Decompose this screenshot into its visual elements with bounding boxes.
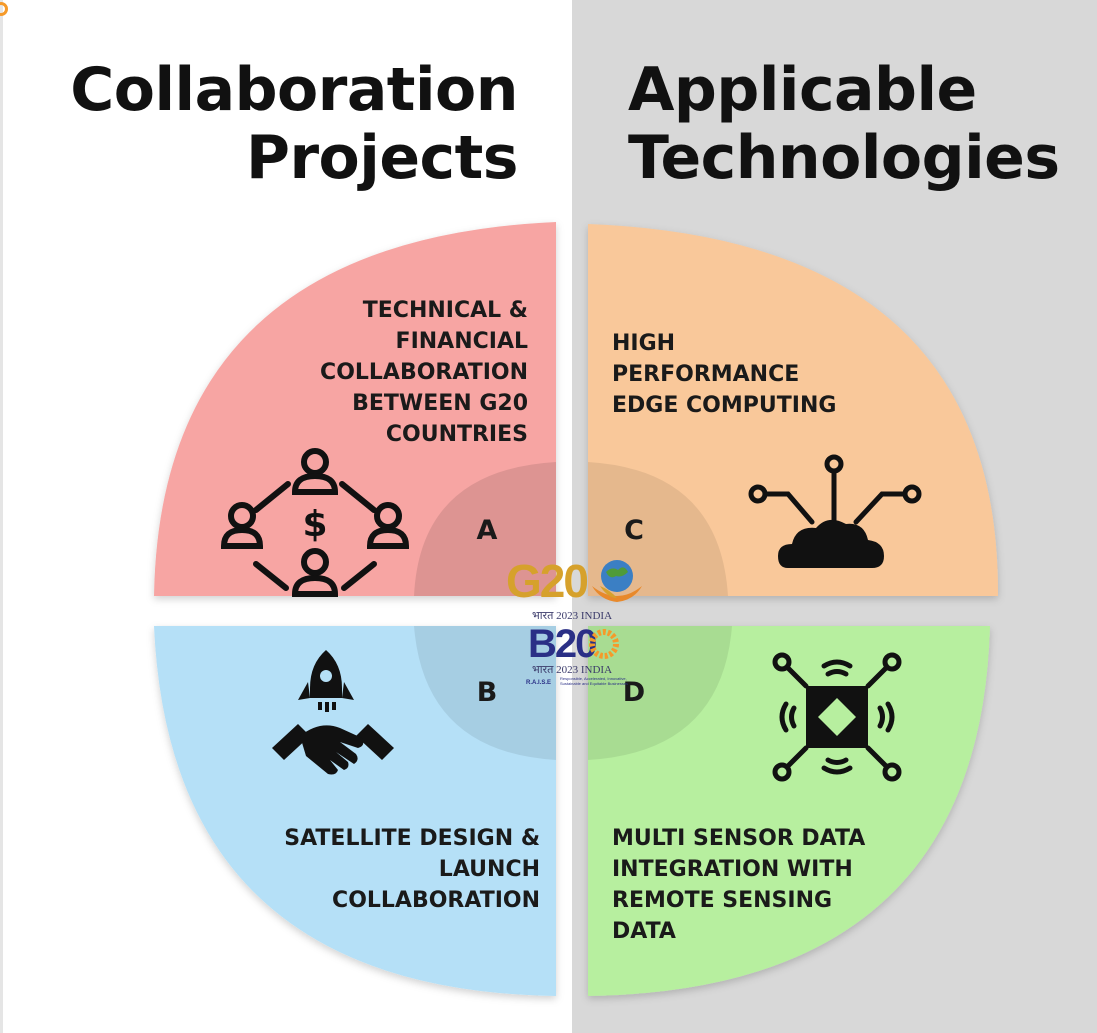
quadrant-b-inner-arc: [414, 626, 556, 760]
rocket-handshake-icon: [272, 650, 394, 775]
quadrant-a-letter: A: [476, 515, 498, 546]
sun-icon: [589, 629, 619, 659]
quadrant-c-letter: C: [624, 515, 644, 546]
quadrant-d-inner-arc: [588, 626, 732, 760]
g20-logo-text: G20: [506, 555, 589, 607]
raise-description: Responsible, Accelerated, Innovative, Su…: [560, 676, 629, 686]
quadrant-d-letter: D: [622, 677, 646, 708]
b20-logo-text: B20: [528, 622, 597, 666]
raise-label: R.A.I.S.E: [526, 680, 552, 686]
g20-b20-logo: G20 भारत 2023 INDIA B20 भारत 2023 INDIA …: [502, 550, 650, 700]
quadrant-b-shape: [154, 626, 556, 996]
g20-subtitle: भारत 2023 INDIA: [532, 610, 613, 622]
b20-subtitle: भारत 2023 INDIA: [532, 664, 613, 676]
quadrant-a-inner-arc: [414, 462, 556, 596]
people-money-network-icon: $: [220, 448, 410, 597]
lotus-globe-icon: [592, 560, 642, 602]
quadrant-b-letter: B: [476, 677, 498, 708]
sensor-chip-icon: [772, 652, 902, 782]
corner-dot-icon: [0, 2, 8, 16]
quadrant-c-shape: [588, 224, 999, 596]
cloud-network-icon: [748, 454, 922, 568]
quadrant-a-shape: [154, 222, 556, 596]
svg-text:$: $: [302, 504, 327, 545]
